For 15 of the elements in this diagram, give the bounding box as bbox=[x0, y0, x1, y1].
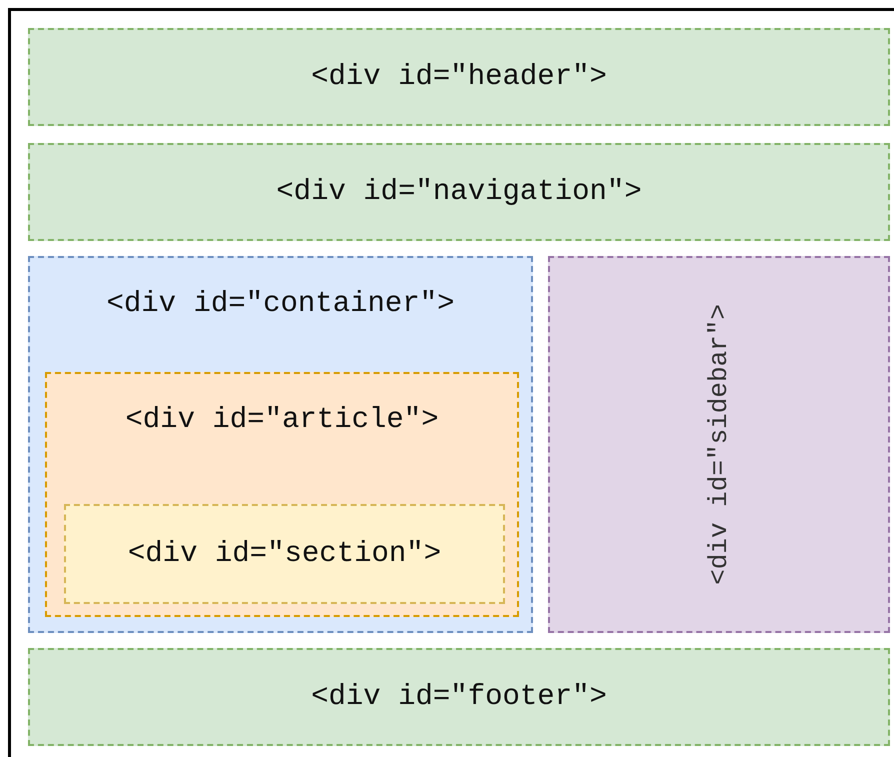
code-label: <div id="header"> bbox=[311, 61, 607, 93]
dashed-region bbox=[28, 28, 890, 126]
dashed-region bbox=[45, 372, 519, 617]
dashed-region bbox=[28, 648, 890, 746]
code-label: <div id="footer"> bbox=[311, 681, 607, 713]
dashed-region bbox=[64, 504, 505, 604]
dashed-region bbox=[28, 143, 890, 241]
code-label: <div id="container"> bbox=[106, 288, 455, 320]
code-label: <div id="sidebar"> bbox=[704, 304, 734, 585]
dashed-region bbox=[28, 256, 533, 633]
code-label: <div id="article"> bbox=[125, 404, 439, 436]
code-label: <div id="section"> bbox=[128, 538, 442, 570]
code-label: <div id="navigation"> bbox=[276, 176, 642, 208]
dashed-region bbox=[548, 256, 890, 633]
frame-border bbox=[8, 8, 894, 757]
